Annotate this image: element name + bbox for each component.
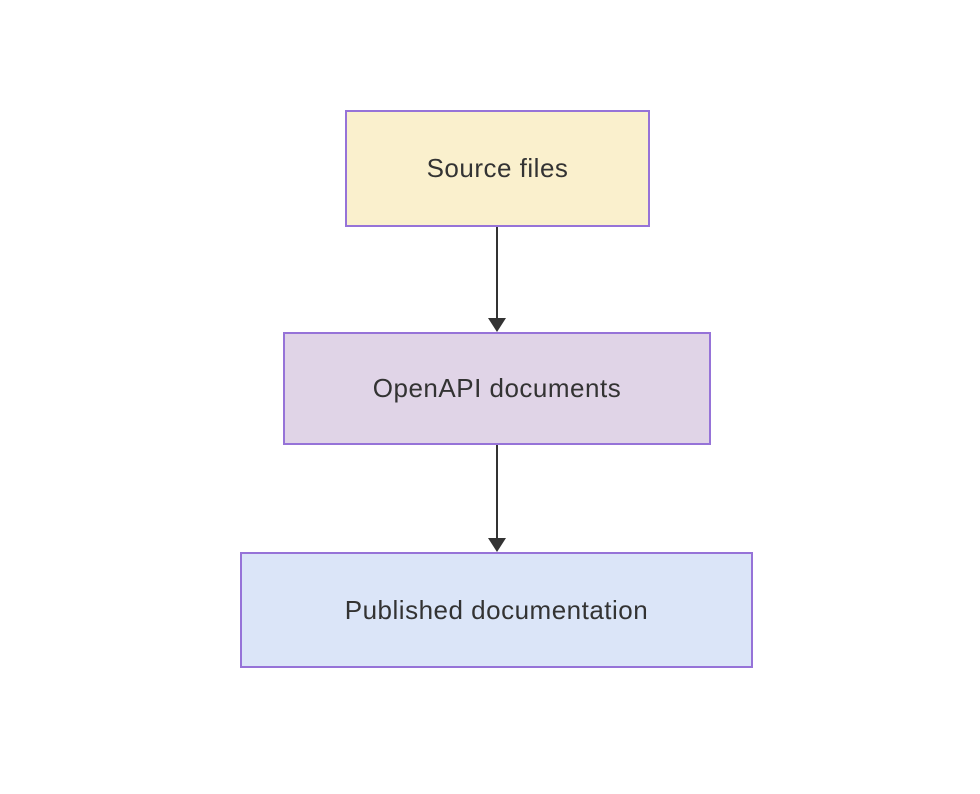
node-openapi-documents-label: OpenAPI documents <box>372 373 622 403</box>
node-published-documentation-label: Published documentation <box>344 594 649 625</box>
node-source-files: Source files <box>345 110 650 227</box>
node-openapi-documents: OpenAPI documents <box>283 332 711 445</box>
arrowhead-down-icon <box>488 318 506 332</box>
node-source-files-label: Source files <box>426 153 569 183</box>
edge-line <box>496 227 498 318</box>
edge-openapi-to-published <box>488 445 506 552</box>
edge-line <box>496 445 498 538</box>
arrowhead-down-icon <box>488 538 506 552</box>
edge-source-to-openapi <box>488 227 506 332</box>
node-published-documentation: Published documentation <box>240 552 753 668</box>
